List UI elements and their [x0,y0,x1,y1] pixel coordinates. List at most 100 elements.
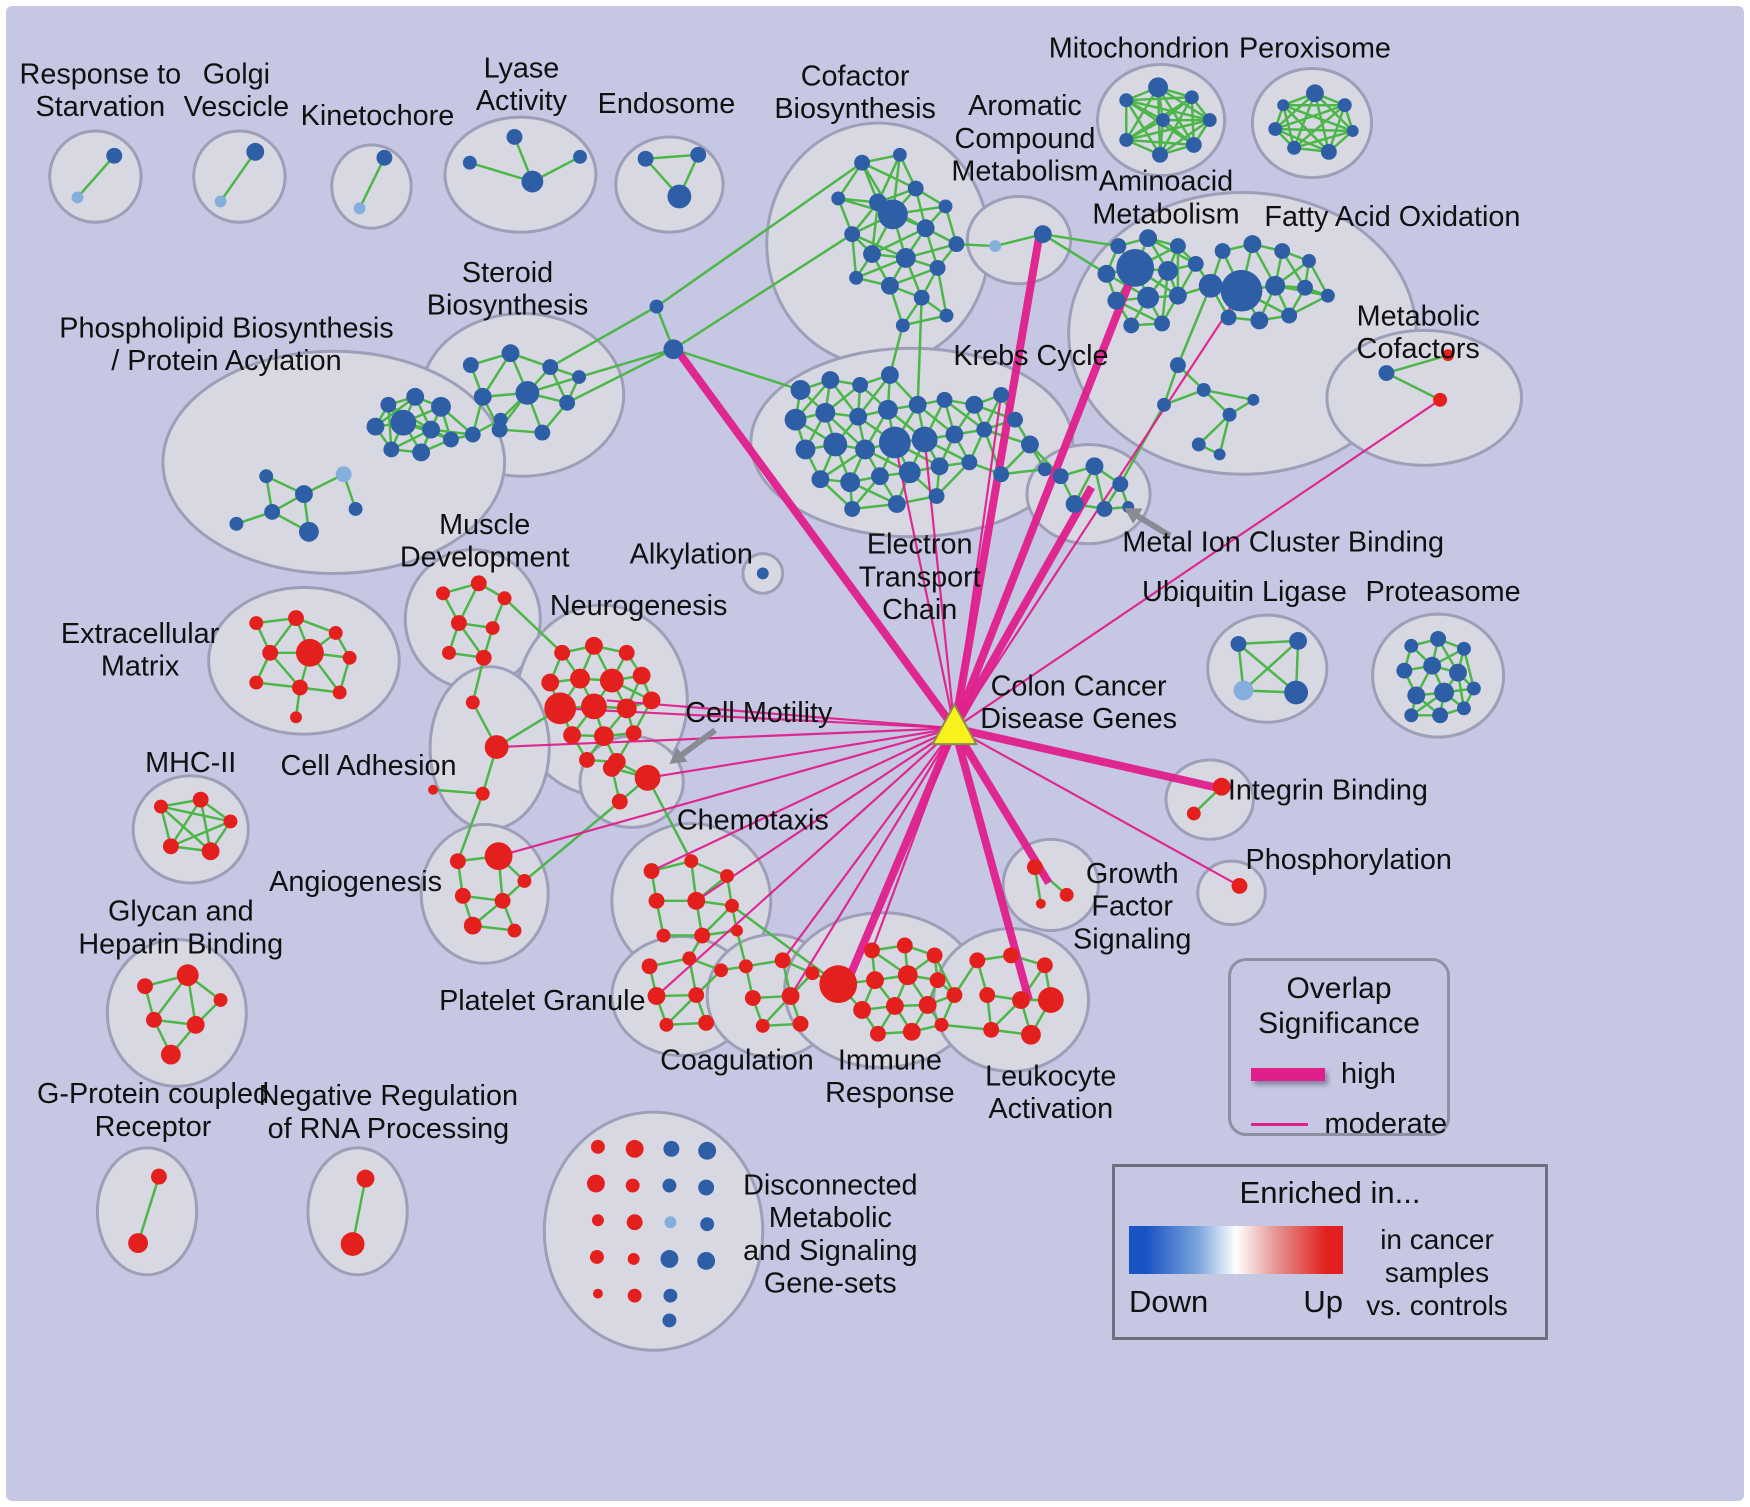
geneset-node-kinetochore[interactable] [353,202,366,215]
geneset-node-steroid-biosynthesis[interactable] [542,359,559,376]
geneset-node-metabolic-cofactors[interactable] [1433,392,1448,407]
geneset-node-proteasome[interactable] [1456,641,1471,656]
geneset-node-fatty-acid-oxidation[interactable] [1214,243,1231,259]
geneset-node-phospholipid-protein-acylation[interactable] [366,417,385,436]
geneset-node-immune-response[interactable] [918,996,937,1014]
geneset-node-muscle-development[interactable] [441,645,456,660]
geneset-node-negative-regulation-rna-processing[interactable] [356,1169,375,1188]
geneset-node-endosome[interactable] [637,150,654,167]
geneset-node-mhc-ii[interactable] [192,791,209,808]
geneset-node-fatty-acid-oxidation[interactable] [1320,288,1335,303]
geneset-node-platelet-granule[interactable] [647,987,666,1005]
geneset-node-endosome[interactable] [690,146,707,163]
geneset-node-cofactor-biosynthesis[interactable] [844,226,861,243]
geneset-node-disconnected-gene-sets[interactable] [662,1178,677,1193]
geneset-node-steroid-biosynthesis[interactable] [559,394,576,411]
geneset-node-electron-transport-chain[interactable] [965,395,984,414]
geneset-node-coagulation[interactable] [738,959,753,974]
geneset-node-integrin-binding[interactable] [1186,806,1201,821]
geneset-node-disconnected-gene-sets[interactable] [590,1139,605,1154]
geneset-node-ubiquitin-ligase[interactable] [1233,680,1254,701]
geneset-node-aminoacid-metabolism[interactable] [1139,229,1158,248]
geneset-node-phospholipid-protein-acylation[interactable] [348,502,363,516]
geneset-node-neurogenesis[interactable] [625,725,642,742]
geneset-node-proteasome[interactable] [1423,656,1442,675]
geneset-node-mitochondrion[interactable] [1184,90,1199,105]
geneset-node-proteasome[interactable] [1434,682,1455,703]
colon-cancer-hub-triangle[interactable] [930,702,978,746]
geneset-node-disconnected-gene-sets[interactable] [591,1214,604,1227]
geneset-node-electron-transport-chain[interactable] [815,402,836,423]
geneset-node-electron-transport-chain[interactable] [880,366,899,384]
geneset-node-neurogenesis[interactable] [599,668,624,693]
geneset-node-disconnected-gene-sets[interactable] [662,1313,677,1328]
geneset-node-fatty-acid-oxidation[interactable] [1302,254,1316,268]
geneset-node-electron-transport-chain[interactable] [877,399,898,420]
geneset-node-electron-transport-chain[interactable] [945,425,964,444]
geneset-node-coagulation[interactable] [792,1015,809,1032]
geneset-node-extracellular-matrix[interactable] [262,644,279,661]
geneset-node-lyase-activity[interactable] [506,129,523,145]
geneset-node-angiogenesis[interactable] [463,916,482,935]
geneset-node-aminoacid-metabolism[interactable] [1097,264,1116,283]
geneset-node-metabolic-trail[interactable] [1222,407,1237,422]
geneset-node-angiogenesis[interactable] [507,923,522,938]
geneset-node-phospholipid-protein-acylation[interactable] [229,516,244,531]
geneset-node-growth-factor-signaling[interactable] [1059,887,1074,902]
geneset-node-extracellular-matrix[interactable] [328,626,343,640]
geneset-node-metabolic-cofactors[interactable] [1378,365,1395,381]
geneset-node-cofactor-biosynthesis[interactable] [892,147,907,162]
geneset-node-peroxisome[interactable] [1346,125,1359,137]
geneset-node-disconnected-gene-sets[interactable] [663,1288,678,1303]
geneset-node-mitochondrion[interactable] [1148,77,1168,98]
geneset-node-response-to-starvation[interactable] [71,191,84,204]
geneset-node-kinetochore[interactable] [376,149,393,166]
geneset-node-mitochondrion[interactable] [1156,113,1170,128]
geneset-node-extracellular-matrix[interactable] [290,711,302,724]
geneset-node-chemotaxis[interactable] [687,891,706,910]
geneset-node-alkylation[interactable] [756,567,769,580]
geneset-node-mitochondrion[interactable] [1119,93,1134,108]
geneset-node-electron-transport-chain[interactable] [1037,462,1052,477]
geneset-node-steroid-biosynthesis[interactable] [501,344,520,363]
geneset-node-glycan-heparin-binding[interactable] [160,1044,181,1065]
geneset-node-endosome[interactable] [667,184,692,209]
geneset-node-aminoacid-metabolism[interactable] [1169,238,1186,255]
geneset-node-cell-adhesion[interactable] [475,786,490,801]
geneset-node-neurogenesis[interactable] [541,673,560,692]
geneset-node-disconnected-gene-sets[interactable] [698,1179,715,1196]
geneset-node-steroid-biosynthesis[interactable] [515,380,540,405]
geneset-node-metal-ion-cluster-binding[interactable] [1065,495,1084,513]
geneset-node-angiogenesis[interactable] [517,874,532,888]
geneset-node-platelet-granule[interactable] [714,963,729,978]
geneset-node-cofactor-biosynthesis[interactable] [831,191,846,206]
geneset-node-electron-transport-chain[interactable] [823,432,848,457]
geneset-node-phospholipid-protein-acylation[interactable] [493,412,508,427]
geneset-node-angiogenesis[interactable] [449,853,466,870]
geneset-node-platelet-granule[interactable] [698,1014,715,1031]
geneset-node-proteasome[interactable] [1430,630,1447,647]
geneset-node-chemotaxis[interactable] [643,863,660,879]
geneset-node-immune-response[interactable] [864,942,880,959]
geneset-node-phospholipid-protein-acylation[interactable] [259,469,274,484]
geneset-node-immune-response[interactable] [870,1025,886,1042]
geneset-node-disconnected-gene-sets[interactable] [589,1250,604,1264]
geneset-node-leukocyte-activation[interactable] [1036,957,1053,974]
geneset-node-immune-response[interactable] [934,1017,949,1032]
geneset-node-cofactor-biosynthesis[interactable] [948,236,965,253]
geneset-node-phosphorylation[interactable] [1231,878,1248,894]
geneset-node-cofactor-biosynthesis[interactable] [938,199,953,214]
geneset-node-cell-adhesion[interactable] [428,784,439,795]
geneset-node-steroid-biosynthesis[interactable] [473,387,492,406]
geneset-node-ubiquitin-ligase[interactable] [1230,635,1247,652]
geneset-node-leukocyte-activation[interactable] [1020,1024,1041,1045]
geneset-node-phospholipid-protein-acylation[interactable] [298,521,319,542]
geneset-node-aminoacid-metabolism[interactable] [1187,255,1204,272]
geneset-node-cell-adhesion[interactable] [465,695,480,710]
geneset-node-angiogenesis[interactable] [494,892,511,909]
geneset-node-disconnected-gene-sets[interactable] [592,1288,603,1299]
geneset-node-electron-transport-chain[interactable] [878,426,911,459]
geneset-node-cofactor-biosynthesis[interactable] [877,199,908,230]
geneset-node-coagulation[interactable] [781,987,800,1005]
geneset-node-glycan-heparin-binding[interactable] [146,1011,162,1028]
